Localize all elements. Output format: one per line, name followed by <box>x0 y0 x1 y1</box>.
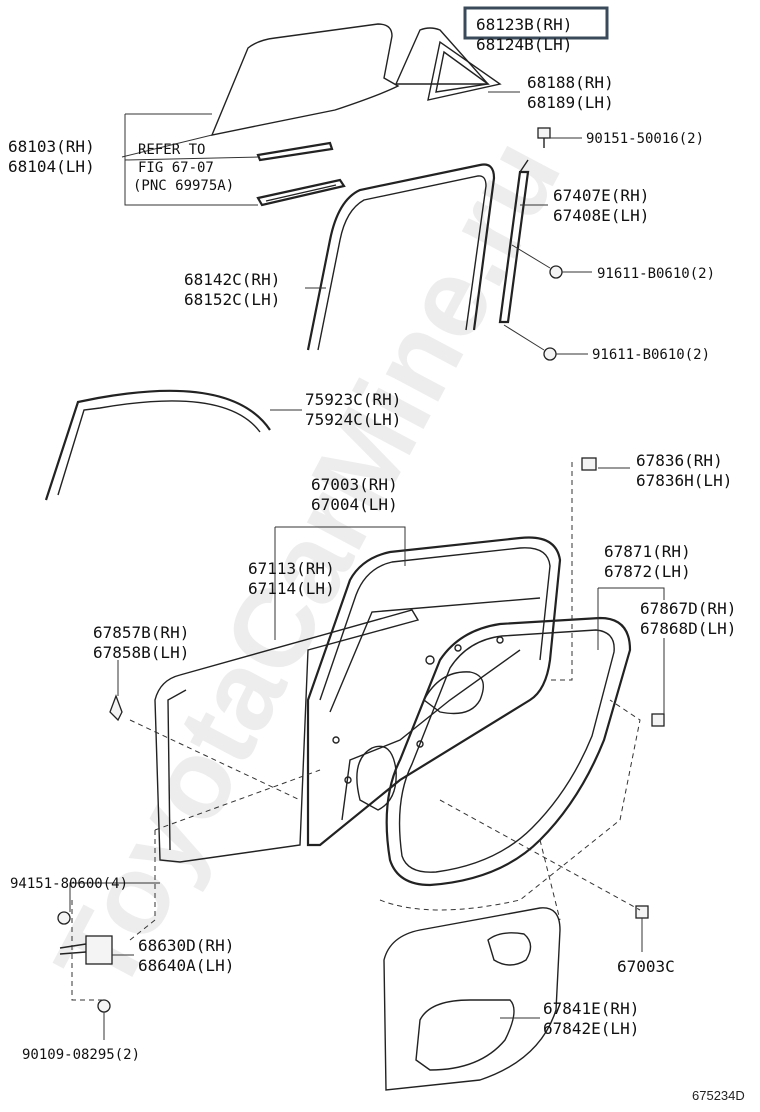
clip-67867d-shape <box>651 713 665 727</box>
door-skin-shape <box>154 609 420 863</box>
label-67004[interactable]: 67004(LH) <box>311 495 398 514</box>
division-bar-shape <box>498 170 530 324</box>
label-68124b[interactable]: 68124B(LH) <box>476 35 572 54</box>
seal-67857b-shape <box>109 694 123 722</box>
label-68103[interactable]: 68103(RH) <box>8 137 95 156</box>
label-68630d[interactable]: 68630D(RH) <box>138 936 234 955</box>
clip-67003c-shape <box>635 905 649 919</box>
label-67841e[interactable]: 67841E(RH) <box>543 999 639 1018</box>
diagram-code: 675234D <box>692 1088 745 1103</box>
label-94151[interactable]: 94151-80600(4) <box>10 876 128 892</box>
label-68152c[interactable]: 68152C(LH) <box>184 290 280 309</box>
label-68189[interactable]: 68189(LH) <box>527 93 614 112</box>
refer-line-1: REFER TO <box>138 142 205 158</box>
door-check-shape <box>57 911 113 1013</box>
label-91611-lower[interactable]: 91611-B0610(2) <box>592 347 710 363</box>
label-68142c[interactable]: 68142C(RH) <box>184 270 280 289</box>
label-67871[interactable]: 67871(RH) <box>604 542 691 561</box>
clip-67836-shape <box>581 457 597 471</box>
quarter-glass-seal-shape <box>427 40 502 101</box>
label-68640a[interactable]: 68640A(LH) <box>138 956 234 975</box>
refer-line-3: (PNC 69975A) <box>133 178 234 194</box>
label-90151[interactable]: 90151-50016(2) <box>586 131 704 147</box>
label-67408e[interactable]: 67408E(LH) <box>553 206 649 225</box>
door-panel-outer-shape <box>306 536 562 847</box>
label-67842e[interactable]: 67842E(LH) <box>543 1019 639 1038</box>
label-67857b[interactable]: 67857B(RH) <box>93 623 189 642</box>
label-67858b[interactable]: 67858B(LH) <box>93 643 189 662</box>
label-75924c[interactable]: 75924C(LH) <box>305 410 401 429</box>
belt-strip-upper-shape <box>256 141 334 162</box>
label-67867d[interactable]: 67867D(RH) <box>640 599 736 618</box>
label-91611-upper[interactable]: 91611-B0610(2) <box>597 266 715 282</box>
label-67003[interactable]: 67003(RH) <box>311 475 398 494</box>
label-67113[interactable]: 67113(RH) <box>248 559 335 578</box>
highlight-box <box>463 6 609 40</box>
door-glass-shape <box>210 23 400 136</box>
label-75923c[interactable]: 75923C(RH) <box>305 390 401 409</box>
glass-run-shape <box>306 163 496 351</box>
label-68188[interactable]: 68188(RH) <box>527 73 614 92</box>
label-67407e[interactable]: 67407E(RH) <box>553 186 649 205</box>
label-67114[interactable]: 67114(LH) <box>248 579 335 598</box>
label-67003c[interactable]: 67003C <box>617 957 675 976</box>
quarter-glass-shape <box>394 27 490 85</box>
belt-strip-lower-shape <box>256 178 346 207</box>
service-cover-shape <box>383 907 561 1091</box>
weatherstrip-shape <box>385 616 632 887</box>
outside-moulding-shape <box>44 389 271 501</box>
label-90109[interactable]: 90109-08295(2) <box>22 1047 140 1063</box>
label-67836h[interactable]: 67836H(LH) <box>636 471 732 490</box>
label-67836[interactable]: 67836(RH) <box>636 451 723 470</box>
refer-line-2: FIG 67-07 <box>138 160 214 176</box>
label-68104[interactable]: 68104(LH) <box>8 157 95 176</box>
screw-91611-lower-shape <box>503 324 557 361</box>
label-67868d[interactable]: 67868D(LH) <box>640 619 736 638</box>
refer-bracket <box>124 114 258 206</box>
label-67872[interactable]: 67872(LH) <box>604 562 691 581</box>
label-68123b[interactable]: 68123B(RH) <box>476 15 572 34</box>
clip-90151-shape <box>537 127 551 148</box>
